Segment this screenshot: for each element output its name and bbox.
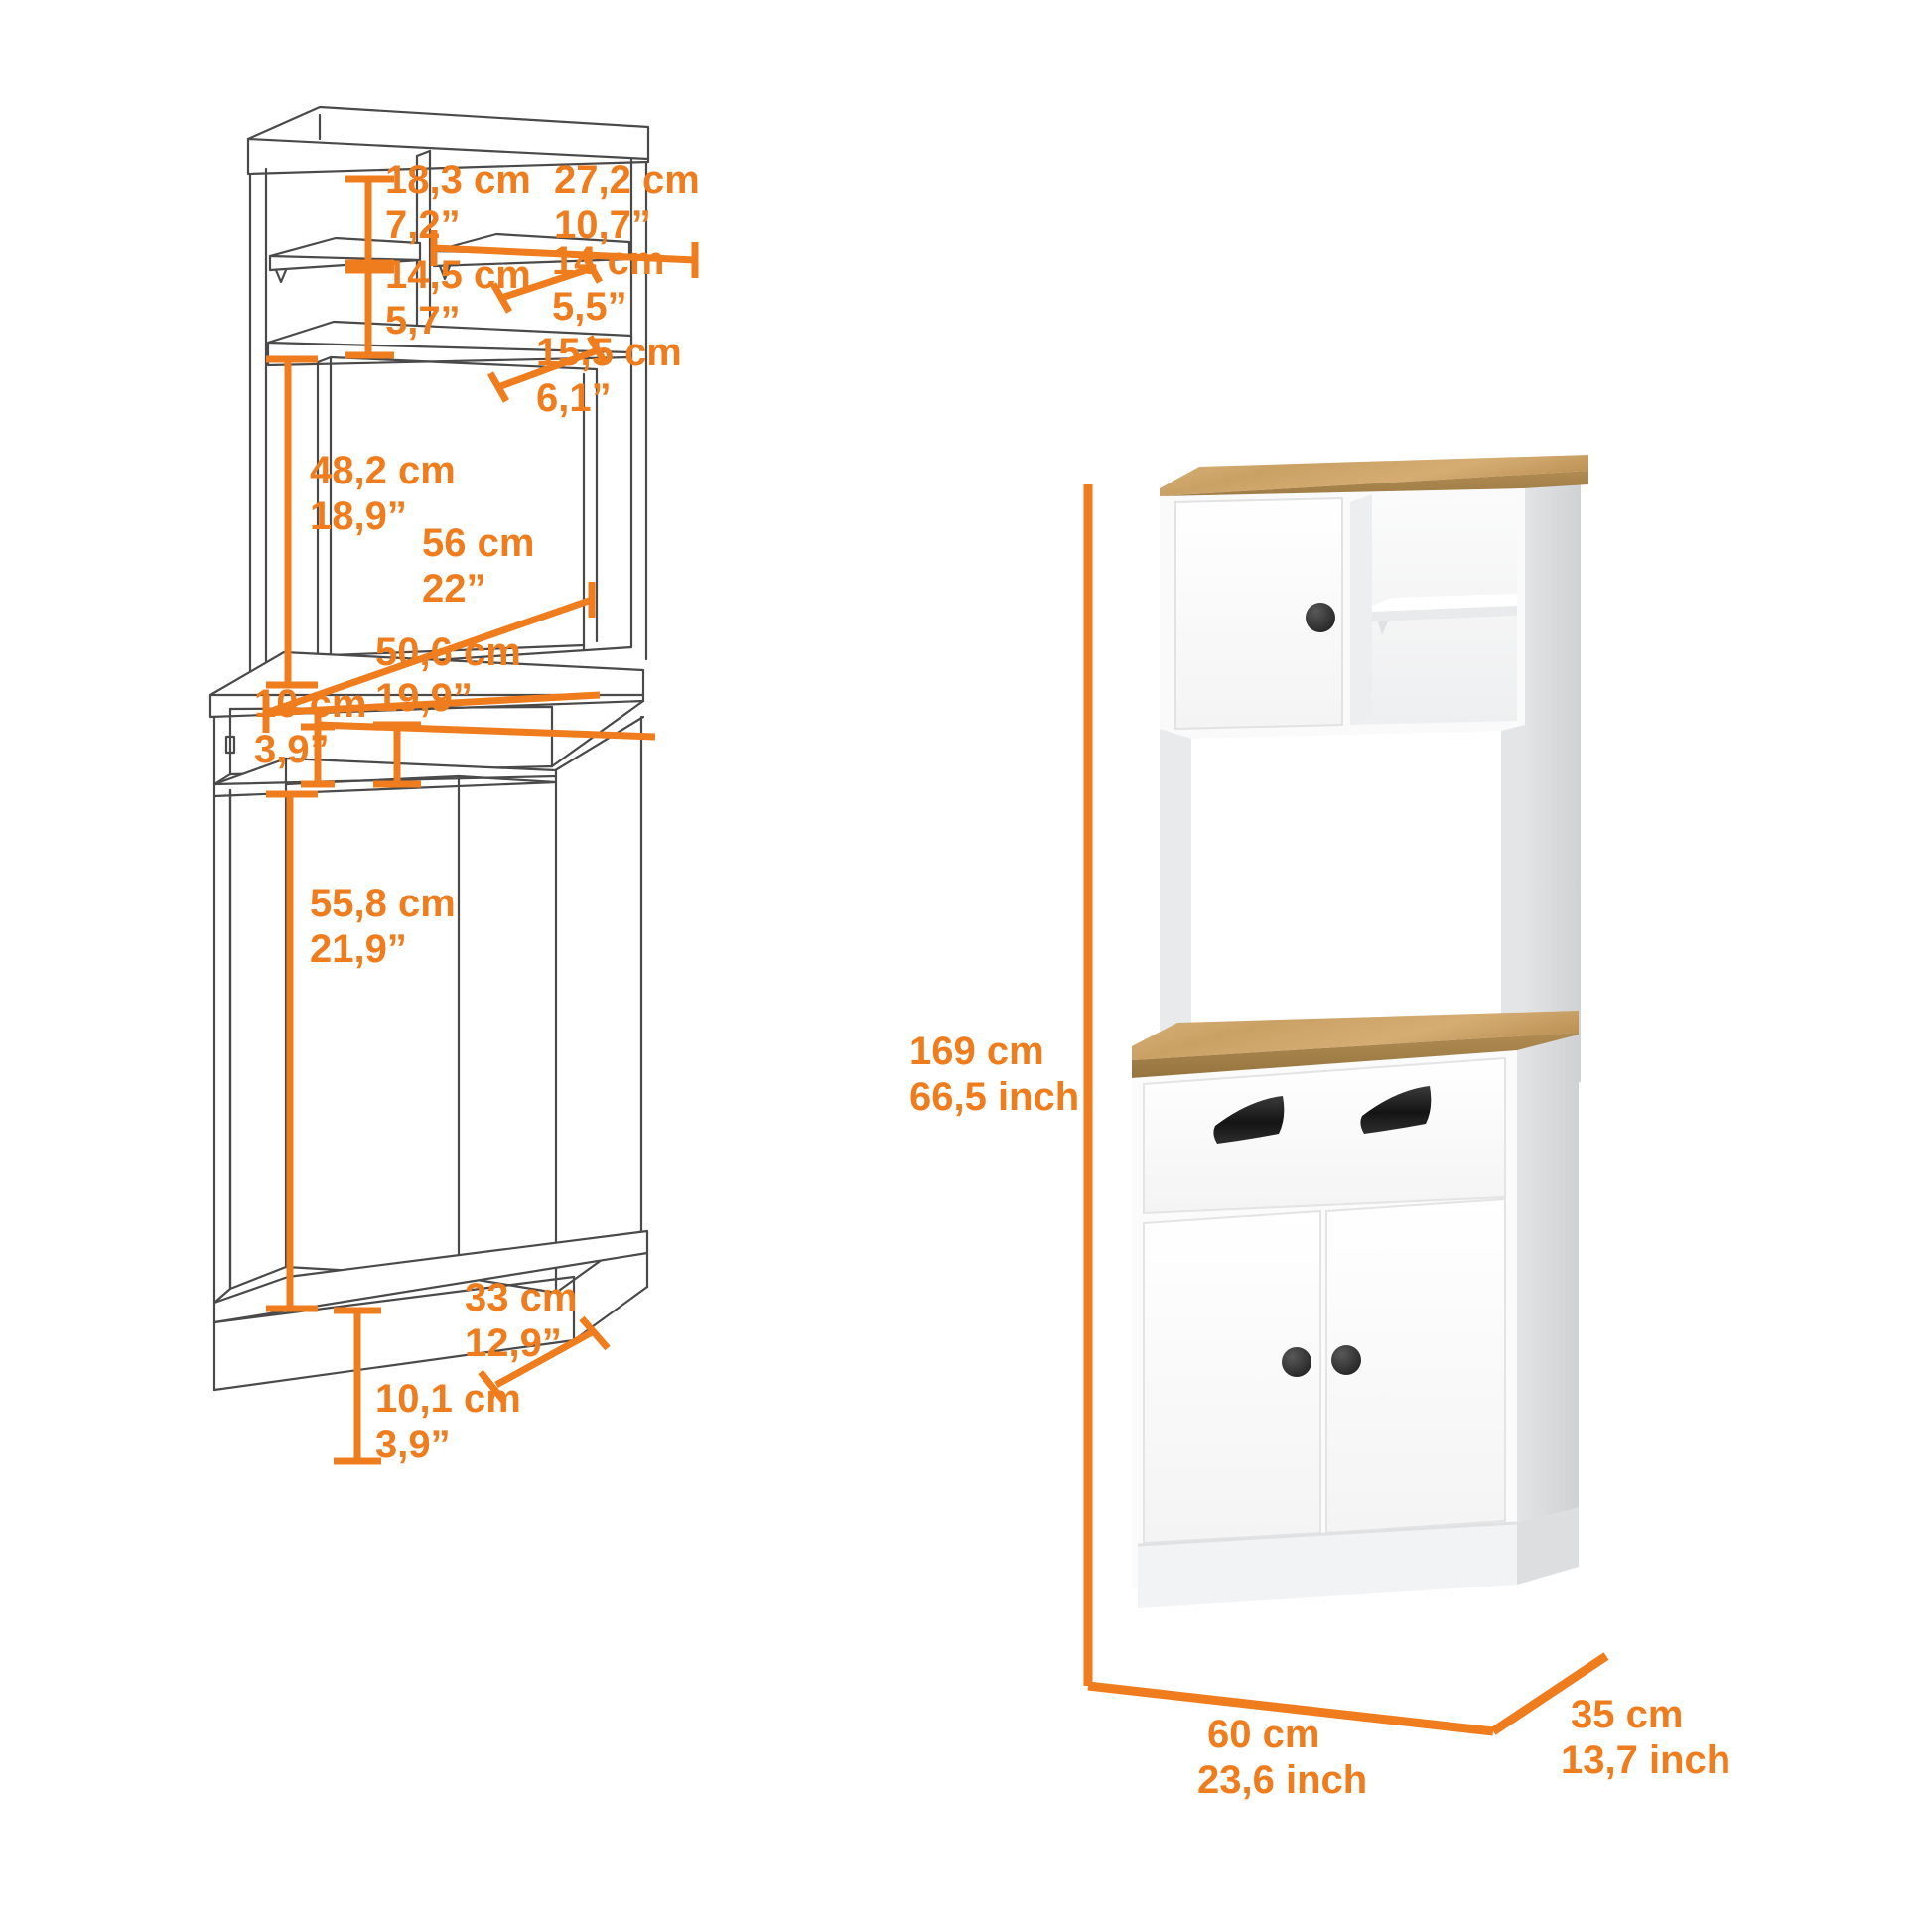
dim-22-inch: 22” <box>422 567 486 611</box>
dim-cabinet-interior-depth: 33 cm 12,9” <box>465 1276 611 1405</box>
upper-door-knob[interactable] <box>1306 603 1335 632</box>
dim-drawer-interior-width: 50,6 cm 19,9” <box>314 630 656 743</box>
hutch-top-board <box>246 105 650 176</box>
lower-door-right[interactable] <box>1325 1197 1506 1535</box>
upper-door[interactable] <box>1174 496 1343 731</box>
dim-66-5-inch: 66,5 inch <box>909 1075 1079 1119</box>
dim-56-cm: 56 cm <box>422 521 534 565</box>
microwave-niche <box>1191 731 1501 1023</box>
dim-10-7-inch: 10,7” <box>554 204 651 247</box>
dim-mid-right-shelf-depth: 14 cm 5,5” <box>489 239 664 329</box>
dim-drawer-interior-height: 10 cm 3,9” <box>254 682 421 788</box>
niche-right-post <box>1501 725 1525 1033</box>
dim-microwave-width-leader <box>262 691 601 733</box>
dim-microwave-opening-width: 56 cm 22” <box>262 521 596 731</box>
dim-10-1-cm: 10,1 cm <box>375 1377 521 1421</box>
dim-14-5-cm: 14,5 cm <box>385 253 531 297</box>
worktop <box>1132 1011 1579 1078</box>
niche-left-post <box>1160 729 1191 1040</box>
dim-27-2-cm: 27,2 cm <box>554 158 700 202</box>
dim-mid-left-cubby-height: 14,5 cm 5,7” <box>345 253 531 359</box>
dim-35-cm: 35 cm <box>1571 1693 1683 1736</box>
dim-18-9-inch: 18,9” <box>310 494 407 538</box>
open-shelf-left-inner-wall <box>1350 494 1372 725</box>
dim-5-7-inch: 5,7” <box>385 299 461 343</box>
drawer[interactable] <box>1143 1056 1506 1215</box>
dim-48-2-cm: 48,2 cm <box>310 449 456 492</box>
dim-15-5-cm: 15,5 cm <box>536 331 682 374</box>
dim-21-9-inch: 21,9” <box>310 927 407 971</box>
drawer-handle-left[interactable] <box>1213 1096 1285 1144</box>
dim-overall-height: 169 cm 66,5 inch <box>909 484 1093 1686</box>
dim-19-9-inch: 19,9” <box>375 676 473 720</box>
dim-23-6-inch: 23,6 inch <box>1197 1758 1367 1802</box>
lower-door-left[interactable] <box>1143 1209 1321 1545</box>
dim-cabinet-interior-height: 55,8 cm 21,9” <box>266 790 456 1312</box>
left-wireframe-group: 18,3 cm 7,2” 27,2 cm 10,7” 14,5 cm 5,7” … <box>208 105 700 1466</box>
lower-right-door-knob[interactable] <box>1331 1345 1361 1375</box>
lower-cabinet-wireframe <box>212 715 643 1305</box>
base-right-side-panel <box>1517 1035 1579 1577</box>
dim-microwave-opening-height: 48,2 cm 18,9” <box>266 355 456 689</box>
dim-upper-right-cubby-height: 27,2 cm 10,7” <box>430 158 700 278</box>
dim-50-6-cm: 50,6 cm <box>375 630 521 674</box>
dim-12-9-inch: 12,9” <box>465 1321 562 1365</box>
dim-6-1-inch: 6,1” <box>536 376 612 420</box>
dim-55-8-cm: 55,8 cm <box>310 882 456 925</box>
dim-overall-depth: 35 cm 13,7 inch <box>1490 1652 1730 1782</box>
dim-14-cm: 14 cm <box>552 239 664 283</box>
dim-7-2-inch: 7,2” <box>385 204 461 247</box>
dim-5-5-inch: 5,5” <box>552 285 627 329</box>
hutch-right-side-panel <box>1525 473 1581 1090</box>
dim-overall-width: 60 cm 23,6 inch <box>1087 1681 1494 1802</box>
dim-169-cm: 169 cm <box>909 1030 1044 1073</box>
dim-13-7-inch: 13,7 inch <box>1561 1738 1730 1782</box>
dim-3-9-inch-plinth: 3,9” <box>375 1423 451 1466</box>
drawer-handle-right[interactable] <box>1360 1086 1432 1134</box>
dim-33-cm: 33 cm <box>465 1276 577 1319</box>
dim-plinth-height: 10,1 cm 3,9” <box>334 1307 521 1466</box>
dim-lower-right-shelf-depth: 15,5 cm 6,1” <box>486 331 682 420</box>
lower-left-door-knob[interactable] <box>1282 1347 1311 1377</box>
dim-10-cm: 10 cm <box>254 682 366 726</box>
open-shelf-board <box>1372 594 1517 635</box>
dim-upper-left-cubby-height: 18,3 cm 7,2” <box>345 158 531 267</box>
right-render-group: 169 cm 66,5 inch 60 cm 23,6 inch 35 cm 1… <box>909 455 1730 1802</box>
dim-3-9-inch: 3,9” <box>254 728 330 771</box>
plinth-wireframe <box>212 1229 649 1392</box>
plinth <box>1137 1507 1579 1608</box>
dim-60-cm: 60 cm <box>1207 1713 1319 1756</box>
dim-18-3-cm: 18,3 cm <box>385 158 531 202</box>
